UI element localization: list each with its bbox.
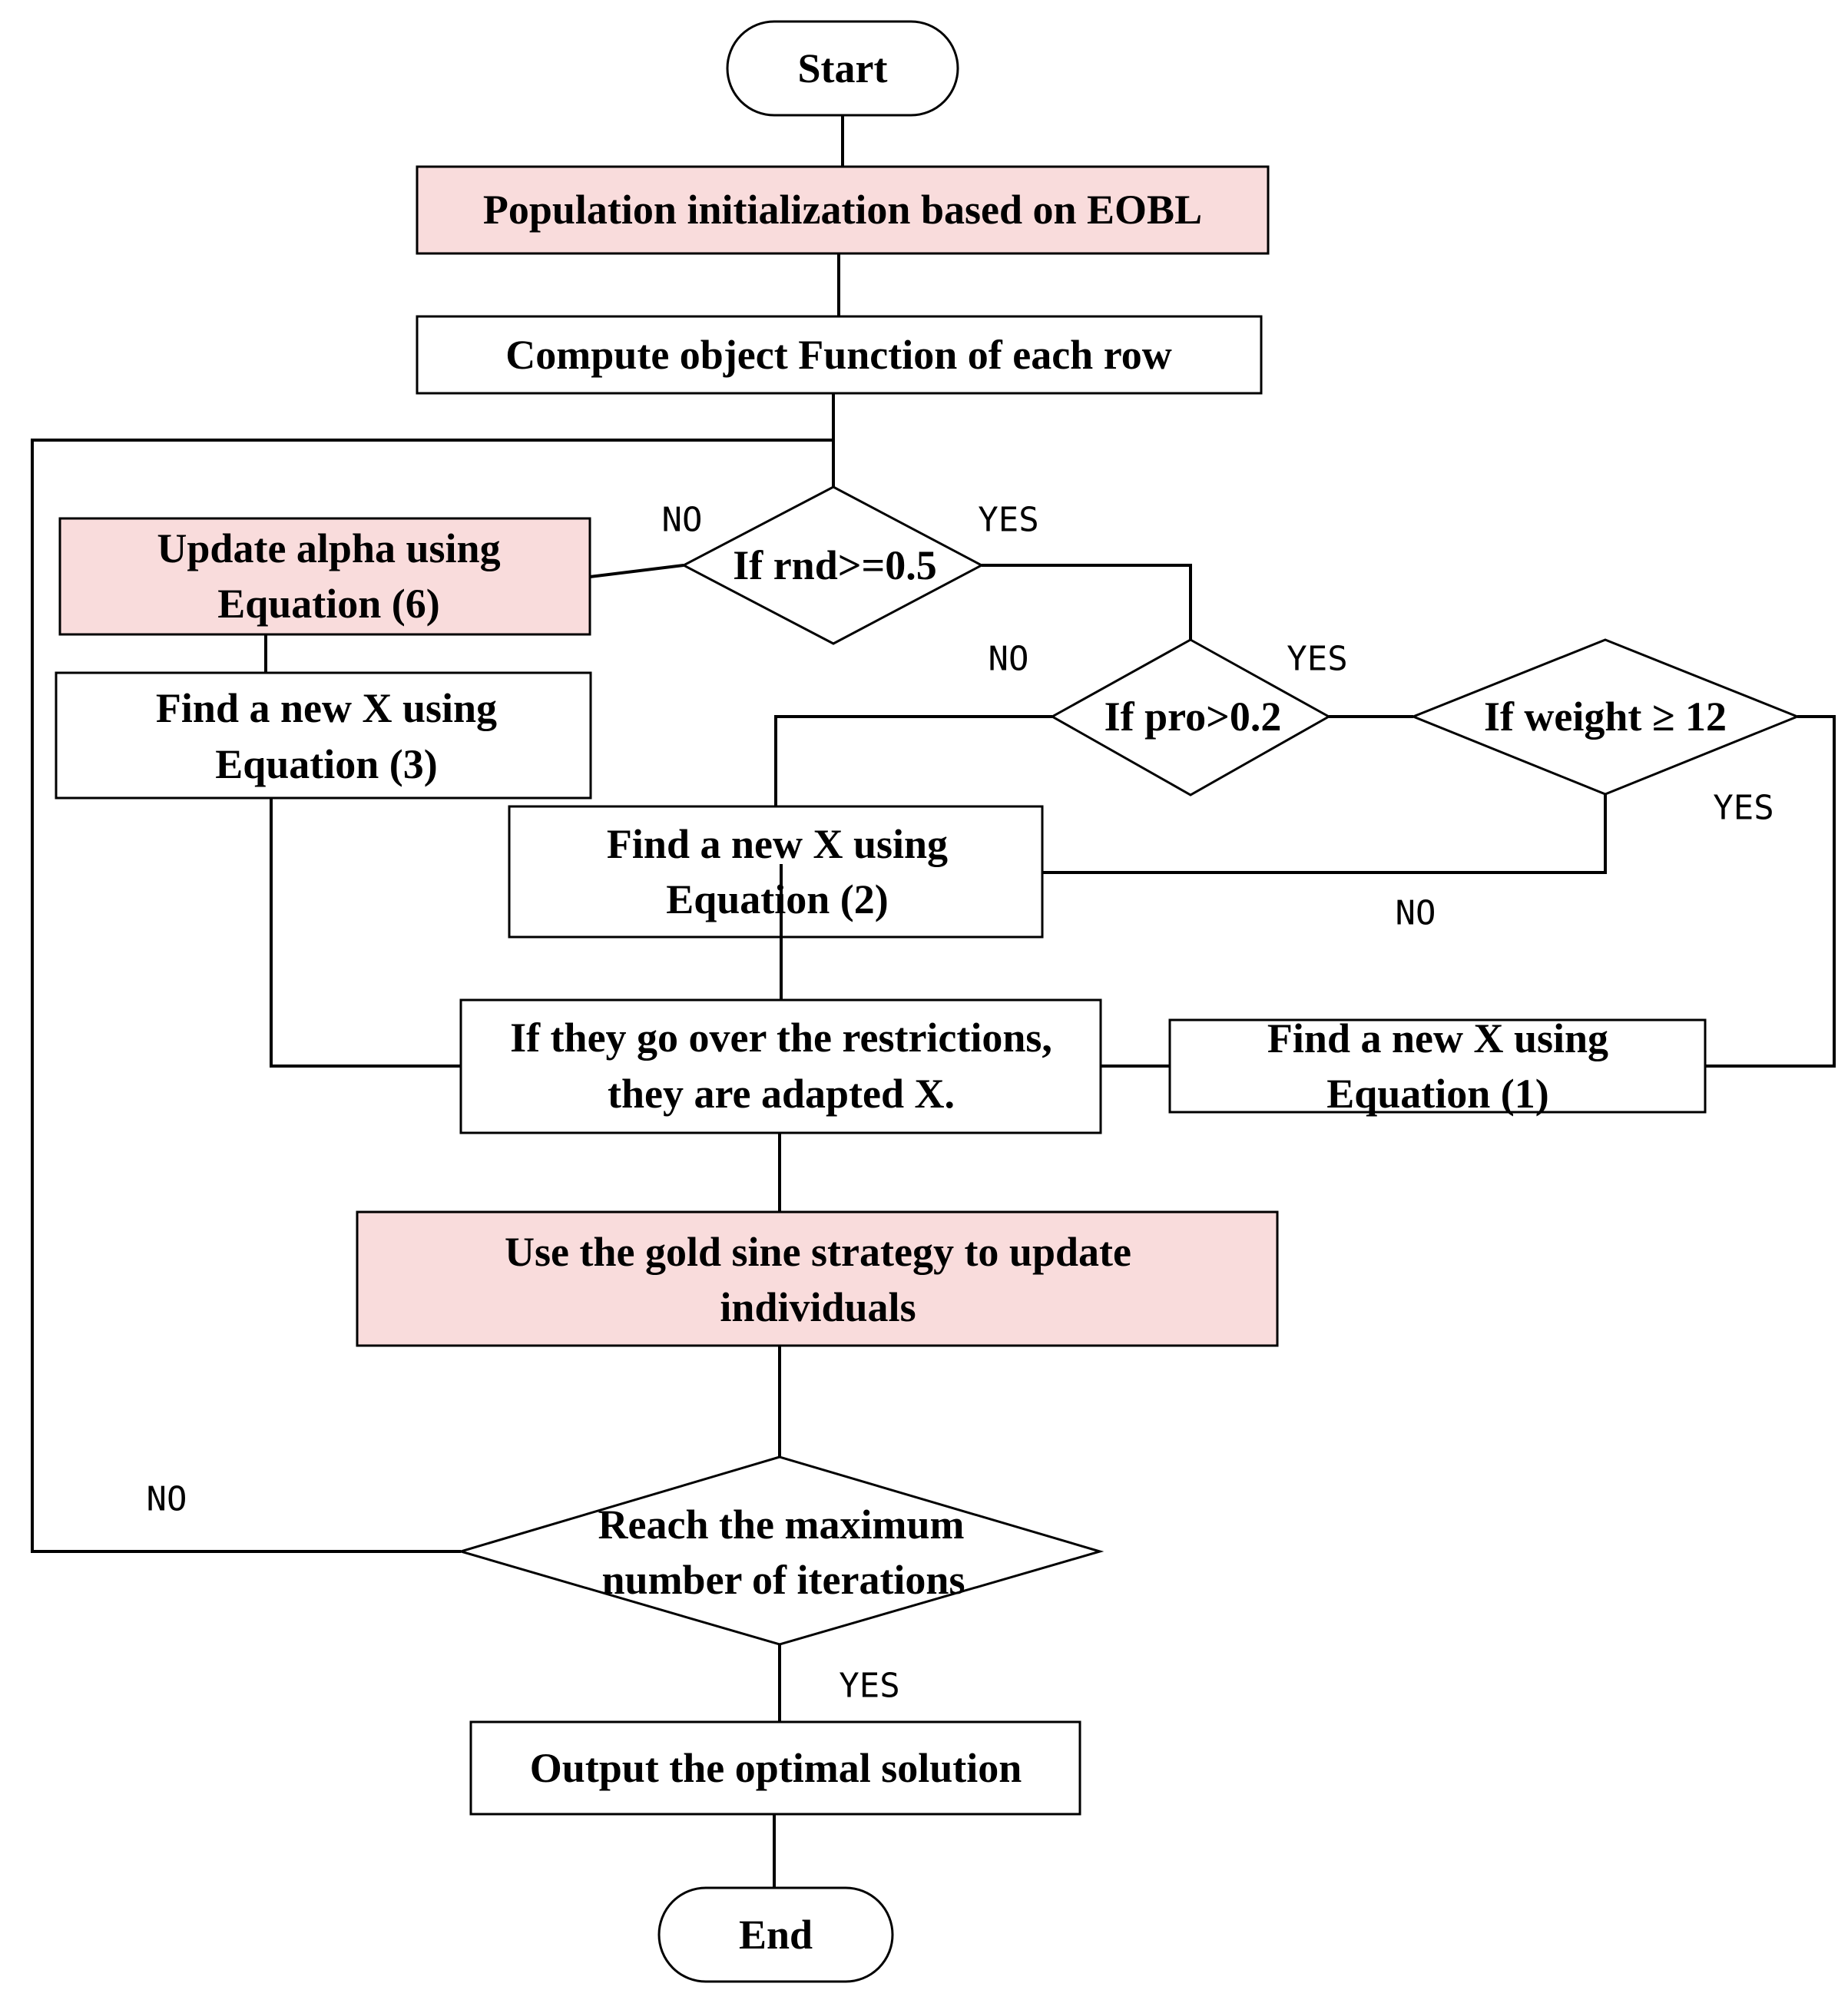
eq3-label-line1: Find a new X using (156, 685, 497, 731)
maxiter-label-line1: Reach the maximum (598, 1502, 965, 1548)
node-rnd: If rnd>=0.5 (681, 485, 985, 645)
weight-yes-label: YES (1713, 789, 1773, 828)
output-label: Output the optimal solution (530, 1745, 1022, 1791)
gold-label-line2: individuals (720, 1284, 916, 1330)
restrict-label-line1: If they go over the restrictions, (510, 1015, 1052, 1061)
rnd-label: If rnd>=0.5 (733, 542, 937, 588)
node-start: Start (726, 20, 959, 117)
end-label: End (739, 1912, 813, 1958)
rnd-yes-label: YES (978, 501, 1038, 540)
edge-labels: NO YES NO YES YES NO NO YES (147, 501, 1774, 1706)
eq1-label-line2: Equation (1) (1326, 1071, 1549, 1117)
node-init: Population initialization based on EOBL (416, 165, 1270, 255)
eq2-box (508, 805, 1044, 939)
node-maxiter: Reach the maximum number of iterations (456, 1455, 1104, 1646)
alpha-label-line1: Update alpha using (157, 525, 500, 571)
init-label: Population initialization based on EOBL (483, 187, 1202, 233)
end-terminator (657, 1886, 894, 1983)
iter-no-label: NO (147, 1480, 187, 1519)
node-eq3: Find a new X using Equation (3) (55, 671, 592, 800)
node-gold: Use the gold sine strategy to update ind… (356, 1210, 1279, 1347)
pro-label: If pro>0.2 (1104, 694, 1282, 740)
iter-yes-label: YES (839, 1667, 899, 1706)
pro-yes-label: YES (1287, 640, 1347, 679)
restrict-box (459, 998, 1102, 1134)
node-compute: Compute object Function of each row (416, 315, 1263, 395)
eq3-box (55, 671, 592, 800)
edge-rnd-pro (982, 564, 1192, 640)
node-pro: If pro>0.2 (1049, 638, 1332, 796)
weight-label: If weight ≥ 12 (1484, 694, 1727, 740)
rnd-no-label: NO (662, 501, 703, 540)
pro-decision (1049, 638, 1332, 796)
maxiter-label-line2: number of iterations (602, 1557, 965, 1603)
maxiter-decision (456, 1455, 1104, 1646)
node-alpha: Update alpha using Equation (6) (58, 517, 591, 636)
eq2-label-line1: Find a new X using (607, 821, 948, 867)
eq1-box (1168, 1018, 1707, 1114)
node-weight: If weight ≥ 12 (1409, 638, 1801, 796)
rnd-decision (681, 485, 985, 645)
pro-no-label: NO (989, 640, 1029, 679)
edge-eq3-restrict (270, 798, 461, 1068)
restrict-label-line2: they are adapted X. (608, 1071, 955, 1117)
connectors (31, 115, 1836, 1888)
init-box (416, 165, 1270, 255)
eq3-label-line2: Equation (3) (215, 741, 438, 787)
edge-pro-eq2 (774, 715, 1052, 806)
start-terminator (726, 20, 959, 117)
edge-weight-eq1 (1705, 715, 1836, 1068)
gold-label-line1: Use the gold sine strategy to update (505, 1229, 1131, 1275)
compute-box (416, 315, 1263, 395)
edge-weight-eq2 (1042, 794, 1607, 874)
compute-label: Compute object Function of each row (505, 332, 1171, 378)
output-box (469, 1720, 1081, 1816)
edge-loop-back (31, 439, 833, 1553)
node-eq1: Find a new X using Equation (1) (1168, 1015, 1707, 1117)
edge-rnd-alpha (589, 564, 684, 578)
weight-no-label: NO (1396, 894, 1436, 933)
eq1-label-line1: Find a new X using (1267, 1015, 1608, 1061)
alpha-box (58, 517, 591, 636)
weight-decision (1409, 638, 1801, 796)
node-eq2: Find a new X using Equation (2) (508, 805, 1044, 939)
alpha-label-line2: Equation (6) (217, 581, 440, 627)
eq2-label-line2: Equation (2) (666, 876, 889, 922)
gold-box (356, 1210, 1279, 1347)
node-restrict: If they go over the restrictions, they a… (459, 998, 1102, 1134)
node-output: Output the optimal solution (469, 1720, 1081, 1816)
start-label: Start (798, 45, 888, 91)
node-end: End (657, 1886, 894, 1983)
